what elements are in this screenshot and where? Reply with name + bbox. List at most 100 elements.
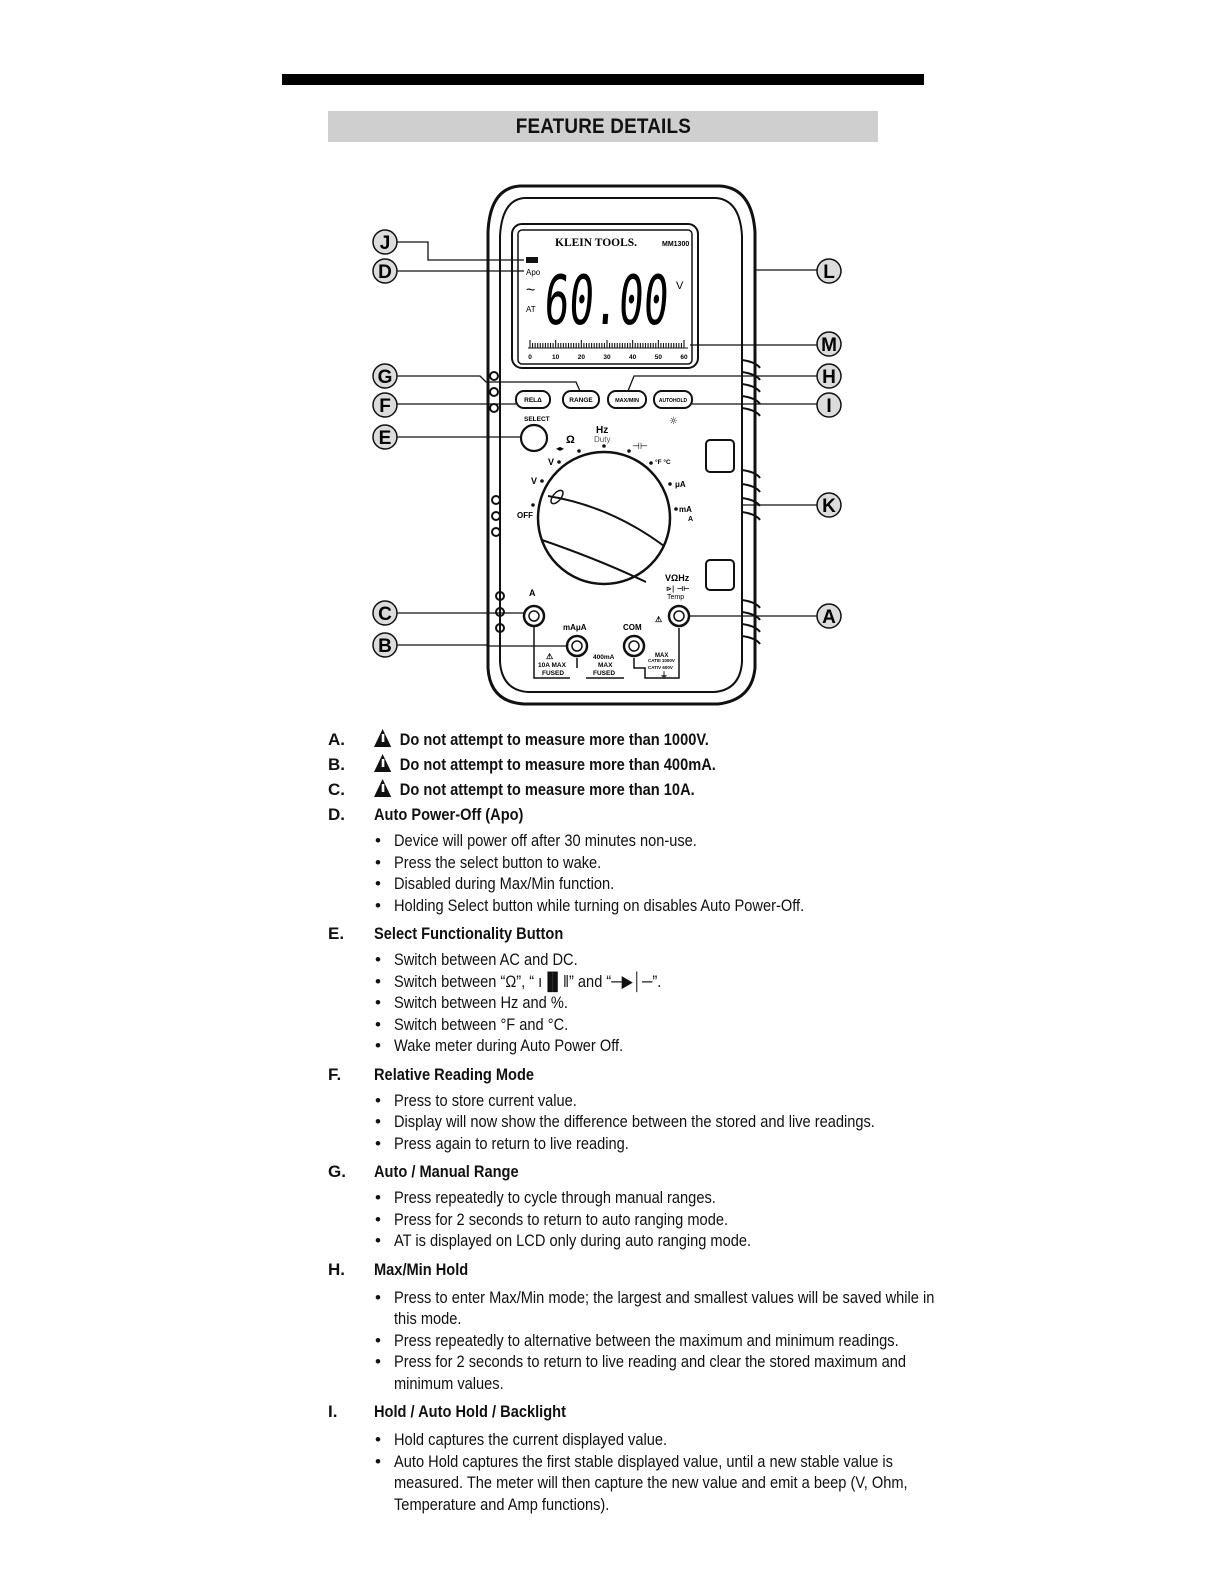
jack-10a[interactable] (522, 604, 546, 628)
feature-title: Auto / Manual Range (374, 1162, 519, 1181)
fuse-10a-fused: FUSED (542, 670, 564, 677)
feature-letter: F. (328, 1064, 342, 1084)
callout-h (816, 363, 842, 389)
select-button[interactable] (519, 423, 549, 453)
scale-label: 50 (655, 354, 663, 361)
warning-icon (374, 729, 392, 747)
jack-max-label: MAX (655, 653, 668, 659)
svg-text:C: C (378, 604, 392, 625)
bullet-text: Press to store current value. (394, 1090, 577, 1110)
feature-title: Select Functionality Button (374, 924, 564, 943)
jack-a-label: A (529, 588, 536, 598)
autohold-button-label: AUTOHOLD (659, 398, 688, 404)
lcd-ac-icon: ~ (526, 282, 535, 299)
lcd-bargraph-ticks (529, 340, 685, 348)
jack-temp-label: Temp (667, 594, 684, 601)
jack-ma-ua[interactable] (565, 634, 589, 658)
bullet-item: Press repeatedly to alternative between … (328, 1330, 928, 1352)
select-label: SELECT (524, 416, 550, 423)
fuse-10a-max: 10A MAX (538, 662, 567, 669)
svg-text:B: B (378, 636, 392, 657)
callout-m (816, 331, 842, 357)
dial-labels: Ω Hz Duty °F °C μA mA A OFF V V (517, 425, 693, 523)
feature-title-wrap: Select Functionality Button (374, 921, 563, 946)
feature-title-wrap: Relative Reading Mode (374, 1062, 534, 1087)
meter-housing (486, 184, 757, 706)
feature-title-wrap: Max/Min Hold (374, 1257, 468, 1282)
bullet-text: Press for 2 seconds to return to auto ra… (394, 1209, 729, 1229)
rel-button[interactable] (515, 390, 551, 409)
feature-title-wrap: Do not attempt to measure more than 10A. (374, 777, 695, 802)
backlight-icon: ☼ (669, 416, 678, 427)
bullet-text: Press repeatedly to alternative between … (394, 1330, 899, 1350)
feature-title: Auto Power-Off (Apo) (374, 805, 524, 824)
feature-title: Relative Reading Mode (374, 1064, 535, 1084)
bullet-list: Device will power off after 30 minutes n… (328, 830, 928, 916)
bullet-text: Switch between Hz and %. (394, 993, 568, 1012)
dial-v-ac: V (531, 476, 537, 486)
callouts-right: L M H I K A (816, 258, 842, 629)
feature-item: G.Auto / Manual RangePress repeatedly to… (328, 1159, 928, 1252)
jack-vhz-symbols: ⊳| ⊣⊢ (666, 585, 690, 594)
maxmin-button-label: MAX/MIN (615, 398, 639, 404)
svg-text:A: A (822, 607, 836, 628)
feature-title: Do not attempt to measure more than 400m… (399, 755, 716, 774)
fuse-400-ma: 400mA (593, 654, 615, 661)
feature-title: Do not attempt to measure more than 10A. (399, 780, 695, 799)
bullet-item: Switch between °F and °C. (328, 1014, 928, 1036)
bullet-item: Press to enter Max/Min mode; the largest… (328, 1287, 934, 1330)
bullet-item: Press for 2 seconds to return to auto ra… (328, 1209, 928, 1231)
lcd-screen (517, 229, 693, 365)
bullet-list: Switch between AC and DC. Switch between … (328, 949, 928, 1057)
bullet-text: Press to enter Max/Min mode; the largest… (394, 1287, 935, 1329)
feature-title-wrap: Auto / Manual Range (374, 1159, 519, 1184)
feature-heading: E.Select Functionality Button (328, 921, 928, 946)
cat-rating-4: CATIV 600V (648, 665, 673, 670)
svg-text:D: D (378, 262, 392, 283)
range-button-label: RANGE (569, 397, 593, 404)
bullet-text: Switch between AC and DC. (394, 950, 578, 969)
cat-rating-3: CATIII 1000V (648, 658, 675, 663)
feature-title-wrap: Auto Power-Off (Apo) (374, 802, 523, 827)
autohold-button[interactable] (653, 390, 693, 409)
jack-v-ohm[interactable] (667, 604, 691, 628)
bullet-item: Press to store current value. (328, 1090, 928, 1112)
svg-text:I: I (826, 396, 831, 417)
bullet-item: Holding Select button while turning on d… (328, 895, 928, 917)
feature-heading: G.Auto / Manual Range (328, 1159, 928, 1184)
side-grip-right (705, 359, 761, 645)
feature-letter: B. (328, 755, 345, 774)
bullet-item: Device will power off after 30 minutes n… (328, 830, 928, 852)
jack-com[interactable] (622, 634, 646, 658)
feature-title: Max/Min Hold (374, 1259, 469, 1279)
maxmin-button[interactable] (607, 390, 647, 409)
rotary-dial[interactable] (536, 450, 672, 586)
bullet-text: Holding Select button while turning on d… (394, 895, 805, 915)
svg-text:G: G (378, 367, 393, 388)
feature-item: C.Do not attempt to measure more than 10… (328, 777, 928, 802)
feature-heading: A.Do not attempt to measure more than 10… (328, 727, 928, 752)
warning-icon: ⚠ (546, 652, 553, 661)
bullet-item: Switch between Hz and %. (328, 992, 928, 1014)
feature-item: I.Hold / Auto Hold / BacklightHold captu… (328, 1399, 928, 1515)
bullet-item: Disabled during Max/Min function. (328, 873, 928, 895)
bullet-text: Wake meter during Auto Power Off. (394, 1036, 624, 1055)
warning-icon: ⚠ (655, 615, 662, 624)
scale-label: 20 (578, 354, 586, 361)
lcd-at: AT (526, 305, 536, 314)
callout-b (372, 632, 398, 658)
section-title-band: FEATURE DETAILS (328, 111, 878, 142)
rel-button-label: RELΔ (524, 397, 542, 404)
scale-label: 0 (528, 354, 532, 361)
bullet-item: Display will now show the difference bet… (328, 1111, 928, 1133)
range-button[interactable] (562, 390, 600, 409)
bullet-text: Press for 2 seconds to return to live re… (394, 1352, 906, 1393)
bullet-text: Switch between °F and °C. (394, 1014, 569, 1034)
warning-icon (374, 754, 392, 772)
feature-item: H.Max/Min HoldPress to enter Max/Min mod… (328, 1257, 934, 1395)
bullet-item: AT is displayed on LCD only during auto … (328, 1230, 928, 1252)
feature-title: Hold / Auto Hold / Backlight (374, 1402, 566, 1421)
lcd-unit: V (676, 280, 684, 292)
side-grip-left (489, 371, 505, 633)
